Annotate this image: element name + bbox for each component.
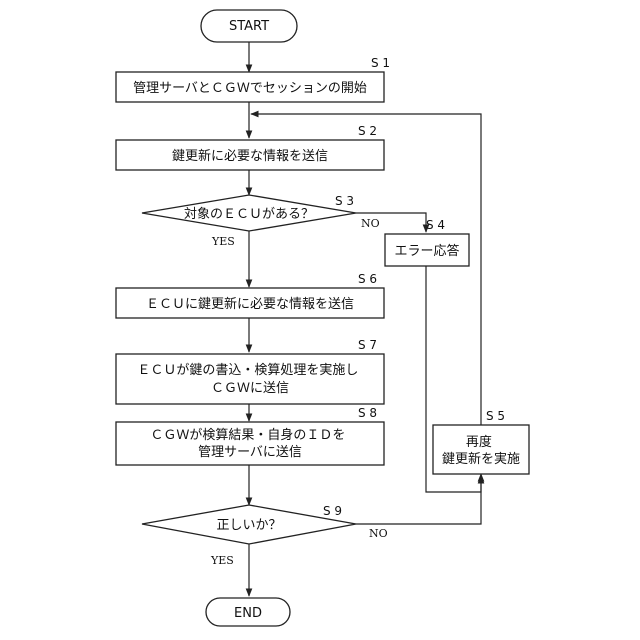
process-s2-text: 鍵更新に必要な情報を送信	[172, 148, 328, 164]
process-s7: ＥＣＵが鍵の書込・検算処理を実施し ＣＧＷに送信 S 7	[116, 338, 384, 404]
decision-s9-text: 正しいか？	[216, 518, 281, 533]
step-label-s8: S 8	[358, 406, 377, 420]
step-label-s9: S 9	[323, 504, 342, 518]
step-label-s1: S 1	[371, 56, 390, 70]
process-s4-text: エラー応答	[394, 243, 459, 259]
step-label-s7: S 7	[358, 338, 377, 352]
s9-no-label: NO	[369, 527, 388, 540]
end-label: END	[234, 606, 262, 621]
decision-s3-text: 対象のＥＣＵがある？	[184, 207, 314, 222]
s3-yes-label: YES	[211, 235, 235, 248]
start-label: START	[229, 19, 269, 34]
process-s4: エラー応答 S 4	[385, 218, 469, 266]
edge-s9-s5	[356, 476, 481, 524]
step-label-s5: S 5	[486, 409, 505, 423]
process-s8: ＣＧＷが検算結果・自身のＩＤを 管理サーバに送信 S 8	[116, 406, 384, 465]
step-label-s6: S 6	[358, 272, 377, 286]
step-label-s3: S 3	[335, 194, 354, 208]
s9-yes-label: YES	[210, 554, 234, 567]
process-s1-text: 管理サーバとＣＧＷでセッションの開始	[133, 81, 367, 96]
decision-s9: 正しいか？ S 9 YES NO	[142, 504, 388, 567]
start-terminal: START	[201, 10, 297, 42]
process-s6: ＥＣＵに鍵更新に必要な情報を送信 S 6	[116, 272, 384, 318]
process-s1: 管理サーバとＣＧＷでセッションの開始 S 1	[116, 56, 390, 102]
step-label-s2: S 2	[358, 124, 377, 138]
s3-no-label: NO	[361, 217, 380, 230]
step-label-s4: S 4	[426, 218, 445, 232]
process-s2: 鍵更新に必要な情報を送信 S 2	[116, 124, 384, 170]
process-s6-text: ＥＣＵに鍵更新に必要な情報を送信	[146, 296, 354, 312]
decision-s3: 対象のＥＣＵがある？ S 3 YES NO	[142, 194, 380, 248]
end-terminal: END	[206, 598, 290, 626]
